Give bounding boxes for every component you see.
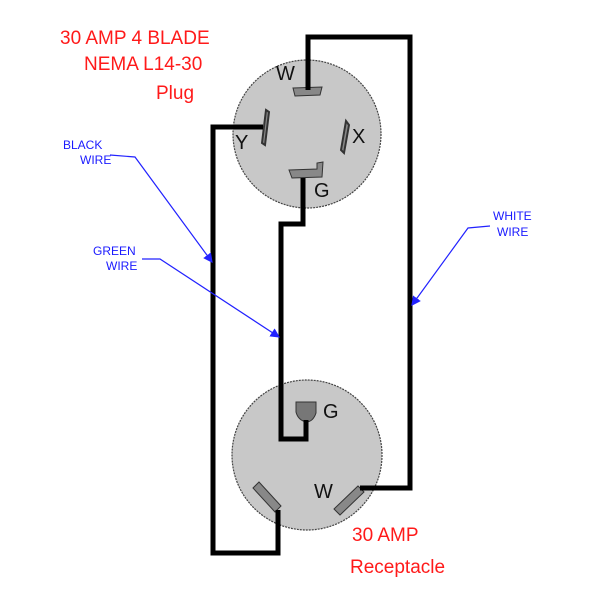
plug-title-line1: 30 AMP 4 BLADE [60, 28, 210, 49]
green-wire-label-line1: GREEN [93, 244, 136, 258]
plug-blade-x [339, 118, 351, 156]
green-wire-label-line2: WIRE [106, 259, 137, 273]
black-wire-label-line1: BLACK [63, 138, 102, 152]
plug-terminal-x: X [352, 126, 365, 148]
white-wire [305, 34, 413, 491]
white-wire-label-line2: WIRE [497, 225, 528, 239]
plug-blade-w [292, 86, 323, 97]
black-wire-label-line2: WIRE [80, 153, 111, 167]
receptacle-blade-w [333, 485, 365, 516]
white-wire-arrow [411, 225, 491, 306]
receptacle-terminal-g: G [323, 401, 339, 423]
receptacle-title-line2: Receptacle [350, 557, 445, 578]
receptacle-title-line1: 30 AMP [352, 525, 419, 546]
black-wire-arrow [109, 154, 213, 263]
plug-terminal-w: W [276, 63, 295, 85]
plug-blade-y [260, 108, 271, 147]
white-wire-label-line1: WHITE [493, 209, 532, 223]
plug-title-line2: NEMA L14-30 [84, 54, 202, 75]
receptacle-blade-left [252, 481, 282, 513]
plug-terminal-y: Y [235, 132, 248, 154]
plug-title-line3: Plug [156, 83, 194, 104]
plug-terminal-g: G [314, 180, 330, 202]
black-wire [210, 124, 281, 556]
green-wire-arrow [142, 258, 281, 338]
receptacle-face: G W [231, 379, 383, 531]
receptacle-terminal-w: W [314, 481, 333, 503]
plug-face: W X Y G [232, 59, 382, 209]
plug-blade-g [288, 161, 324, 179]
green-wire [278, 178, 309, 442]
